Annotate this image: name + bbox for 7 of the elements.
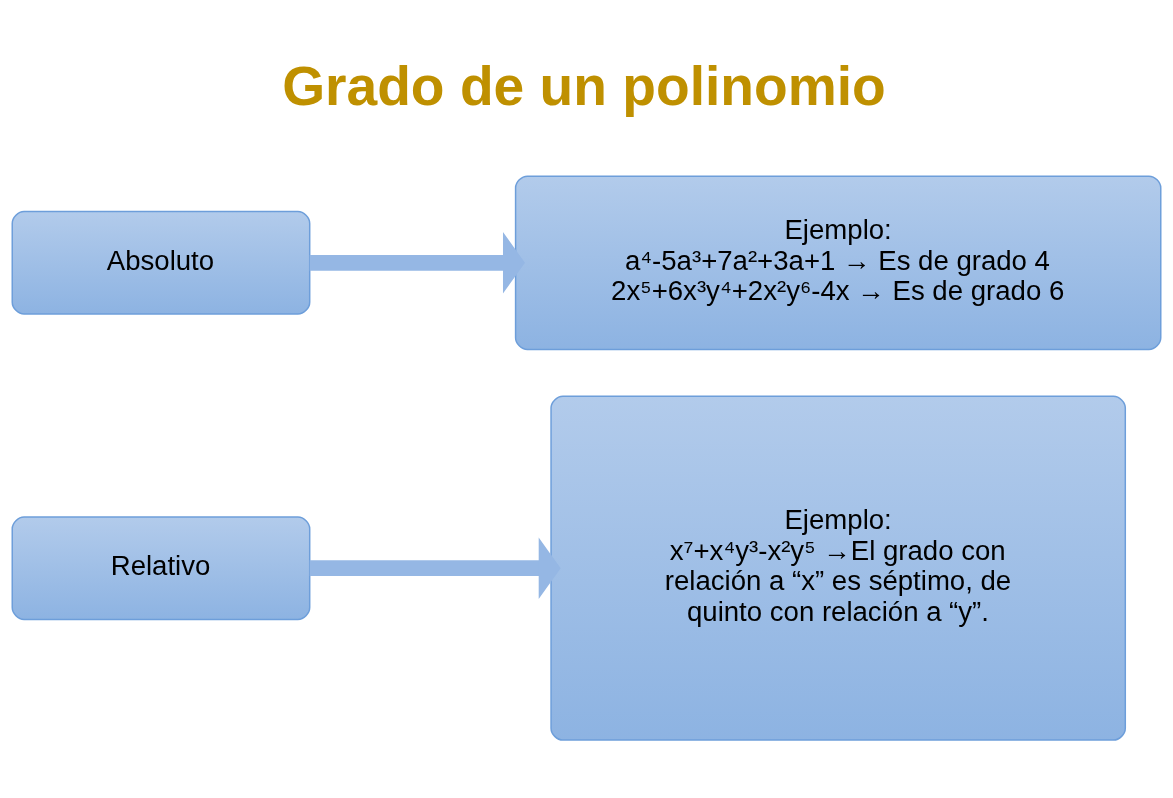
- arrow: [309, 232, 525, 294]
- node-box: Ejemplo: x⁷+x⁴y³-x²y⁵ →El grado con relación a “x” es séptimo, de quinto con relación a “y”.: [550, 395, 1127, 741]
- node-box: Absoluto: [11, 210, 311, 315]
- node-box: Ejemplo: a⁴-5a³+7a²+3a+1 → Es de grado 4 2x⁵+6x³y⁴+2x²y⁶-4x → Es de grado 6: [514, 175, 1162, 351]
- arrow: [309, 537, 561, 599]
- node-box: Relativo: [11, 516, 311, 621]
- diagram-title: Grado de un polinomio: [282, 55, 886, 118]
